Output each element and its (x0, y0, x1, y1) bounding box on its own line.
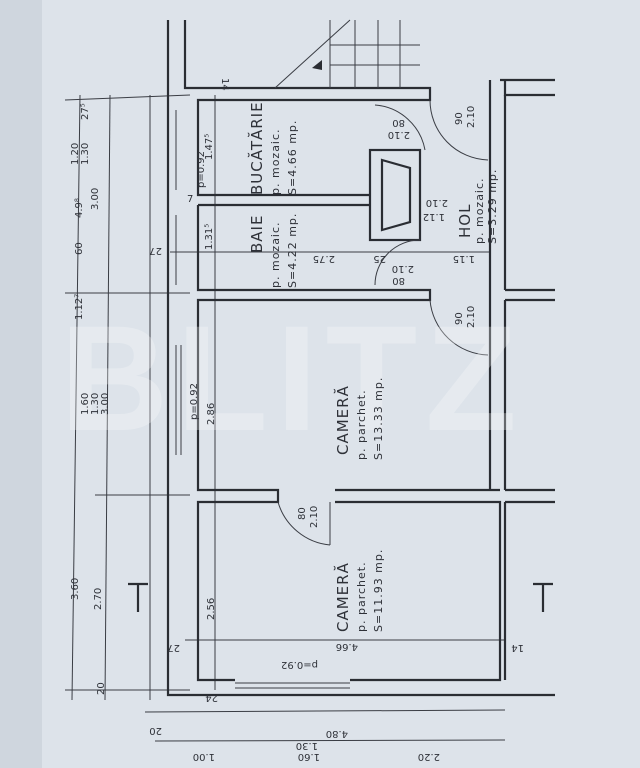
dim-inner-hall-width: 1.15 (453, 253, 475, 264)
door-bath-height: 2.10 (392, 263, 414, 274)
dim-bottom-3: 1.30 (296, 740, 318, 751)
door-entry-width: 90 (454, 112, 465, 125)
room-name: HOL (456, 204, 474, 238)
door-shaft-width: 1.12 (423, 211, 445, 222)
room-area: S=3.29 mp. (486, 169, 499, 244)
dimension-lines (64, 94, 506, 742)
window-label-room-2: p=0.92 (281, 659, 318, 670)
dim-seg-4: 60 (74, 242, 85, 255)
dim-left-mid-1: 2.70 (93, 588, 104, 610)
door-swings (277, 99, 489, 546)
dim-bottom-4: 1.00 (193, 751, 215, 762)
window-label-room-1: p=0.92 (189, 383, 200, 420)
door-room-height: 2.10 (466, 306, 477, 328)
door-room2-height: 2.10 (309, 506, 320, 528)
dim-bottom-5: 1.60 (298, 751, 320, 762)
watermark: BLITZ (60, 294, 525, 462)
door-kitchen-width: 80 (392, 117, 405, 128)
dim-left-outer-3: 3.00 (100, 393, 111, 415)
room-label-room-2: CAMERĂ p. parchet. S=11.93 mp. (333, 549, 385, 632)
dim-wall-7: 7 (187, 194, 193, 205)
room-label-bathroom: BAIE p. mozaic. S=4.22 mp. (248, 213, 299, 288)
dim-wall-4: 24 (205, 692, 218, 703)
room-label-room-1: CAMERĂ p. parchet. S=13.33 mp. (333, 377, 385, 460)
dim-seg-5: 1.12⁷ (74, 294, 85, 320)
dim-seg-6: 1.60 (80, 393, 91, 415)
room-name: CAMERĂ (333, 385, 352, 455)
dim-wall-2: 27 (149, 245, 162, 256)
door-kitchen-height: 2.10 (388, 129, 410, 140)
dim-left-outer-2: 3.00 (90, 188, 101, 210)
dim-left-mid-2: 1.30 (80, 143, 91, 165)
dim-bottom-6: 2.20 (418, 751, 440, 762)
door-shaft-height: 2.10 (426, 197, 448, 208)
dim-left-mid-3: 1.30 (90, 393, 101, 415)
dim-inner-room-2: 2.56 (206, 598, 217, 620)
dim-wall-1: 25 (373, 253, 386, 264)
section-marker-right (533, 582, 553, 612)
dim-seg-7: 20 (96, 682, 107, 695)
room-label-kitchen: BUCĂTĂRIE p. mozaic. S=4.66 mp. (247, 101, 299, 195)
door-bath-width: 80 (392, 275, 405, 286)
window-label-kitchen: p=0.92 (196, 151, 207, 188)
room-area: S=4.66 mp. (286, 120, 299, 195)
dim-wall-5: 14 (511, 642, 524, 653)
page-margin (0, 0, 42, 768)
door-entry-height: 2.10 (466, 106, 477, 128)
dim-inner-bath-width: 2.75 (313, 253, 335, 264)
room-floor: p. mozaic. (473, 177, 486, 244)
dim-wall-3: 27 (167, 642, 180, 653)
dim-left-outer-1: 3.60 (70, 578, 81, 600)
room-name: BAIE (248, 215, 266, 253)
staircase (274, 19, 420, 89)
section-marker-left (128, 582, 148, 612)
dim-bottom-2: 4.80 (326, 728, 348, 739)
door-room-width: 90 (454, 312, 465, 325)
dim-wall-6: 14 (219, 78, 230, 91)
room-area: S=13.33 mp. (372, 377, 385, 460)
dim-bottom-1: 20 (149, 725, 162, 736)
dim-inner-room-width: 4.66 (336, 641, 358, 652)
dim-inner-bath: 1.31⁵ (204, 224, 215, 250)
dim-seg-1: 27⁵ (80, 103, 91, 120)
dim-seg-3: 4.9⁸ (74, 198, 85, 218)
dim-inner-kitchen: 1.47⁵ (204, 134, 215, 160)
room-name: CAMERĂ (333, 562, 352, 632)
room-floor: p. mozaic. (269, 128, 282, 195)
room-label-hall: HOL p. mozaic. S=3.29 mp. (456, 169, 499, 244)
room-floor: p. parchet. (355, 389, 368, 460)
room-floor: p. parchet. (355, 561, 368, 632)
room-floor: p. mozaic. (269, 221, 282, 288)
dim-inner-room-1: 2.86 (206, 403, 217, 425)
room-name: BUCĂTĂRIE (247, 101, 266, 195)
room-area: S=11.93 mp. (372, 549, 385, 632)
room-area: S=4.22 mp. (286, 213, 299, 288)
door-room2-width: 80 (297, 507, 308, 520)
dim-seg-2: 1.20 (70, 143, 81, 165)
